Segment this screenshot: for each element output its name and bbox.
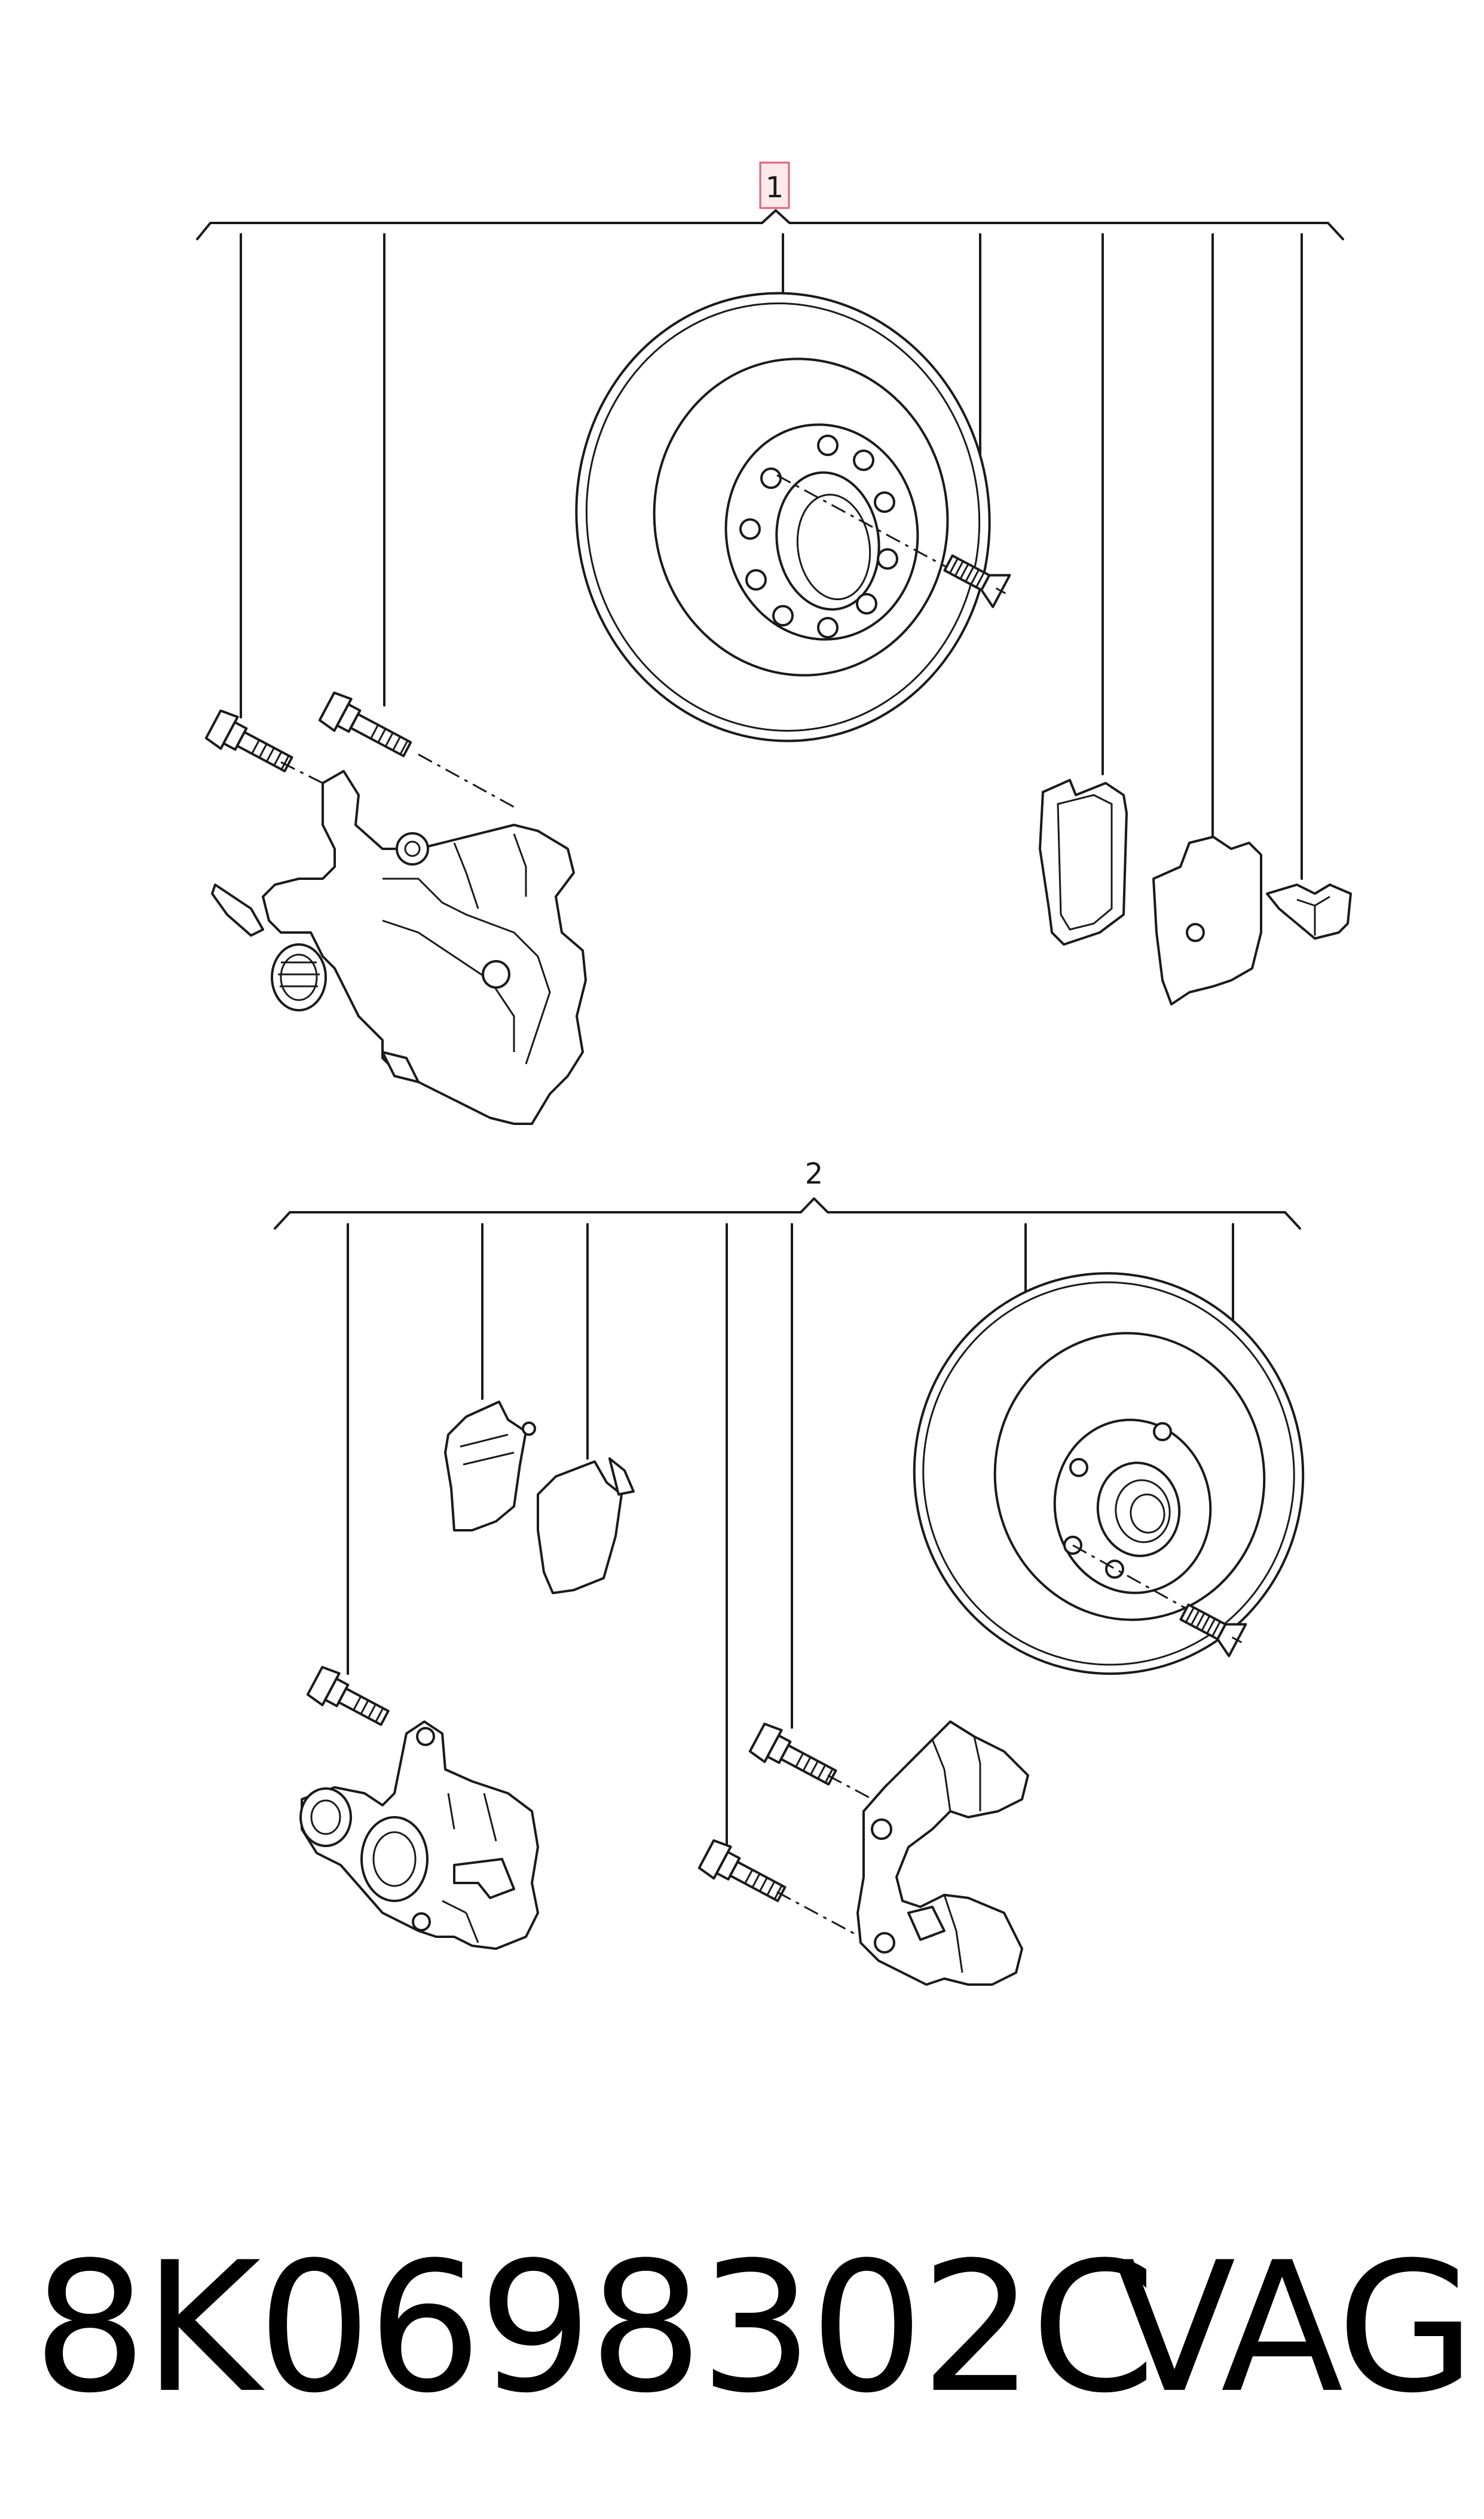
caliper-carrier-bolt-lower xyxy=(697,1839,787,1902)
caliper-housing-bolt xyxy=(306,1665,390,1726)
caliper-guide-bolt xyxy=(318,691,412,757)
brake-disc-with-hub xyxy=(913,1272,1305,1675)
bolt-axis-2a xyxy=(827,1774,873,1800)
disc-retaining-screw-2 xyxy=(1179,1603,1247,1658)
bolt-axis-2b xyxy=(776,1891,855,1935)
part-number: 8K0698302C xyxy=(33,2224,1156,2432)
brake-pad-inner xyxy=(1039,779,1128,946)
disc-screw-axis-2 xyxy=(1072,1544,1202,1618)
brake-pad-outer-2 xyxy=(537,1457,635,1594)
disc-screw-axis xyxy=(776,474,993,593)
brake-caliper-with-carrier xyxy=(211,770,587,1125)
group-2-bracket xyxy=(274,1197,1301,1230)
brake-disc-vented xyxy=(575,292,991,742)
group-1-bracket xyxy=(196,209,1344,240)
group-1: 1 xyxy=(196,161,1352,1125)
exploded-parts-diagram: 1 xyxy=(196,161,1352,1986)
callout-2-label[interactable]: 2 xyxy=(805,1157,824,1191)
pad-retaining-clip xyxy=(1266,884,1352,940)
callout-1-label[interactable]: 1 xyxy=(766,171,784,204)
brake-pad-outer xyxy=(1152,836,1262,1005)
brand-label: VAG xyxy=(1113,2224,1476,2432)
disc-retaining-screw xyxy=(943,554,1011,609)
bolt-axis-1b xyxy=(418,753,515,808)
caliper-bolt xyxy=(204,709,293,772)
caliper-carrier-bolt-upper xyxy=(748,1722,837,1786)
bolt-axis-1a xyxy=(280,761,335,790)
caliper-carrier xyxy=(856,1720,1029,1986)
brake-caliper-housing xyxy=(299,1720,539,1950)
brake-pad-inner-2 xyxy=(444,1401,536,1531)
group-2: 2 xyxy=(274,1157,1305,1986)
callout-1-highlight xyxy=(759,161,790,209)
